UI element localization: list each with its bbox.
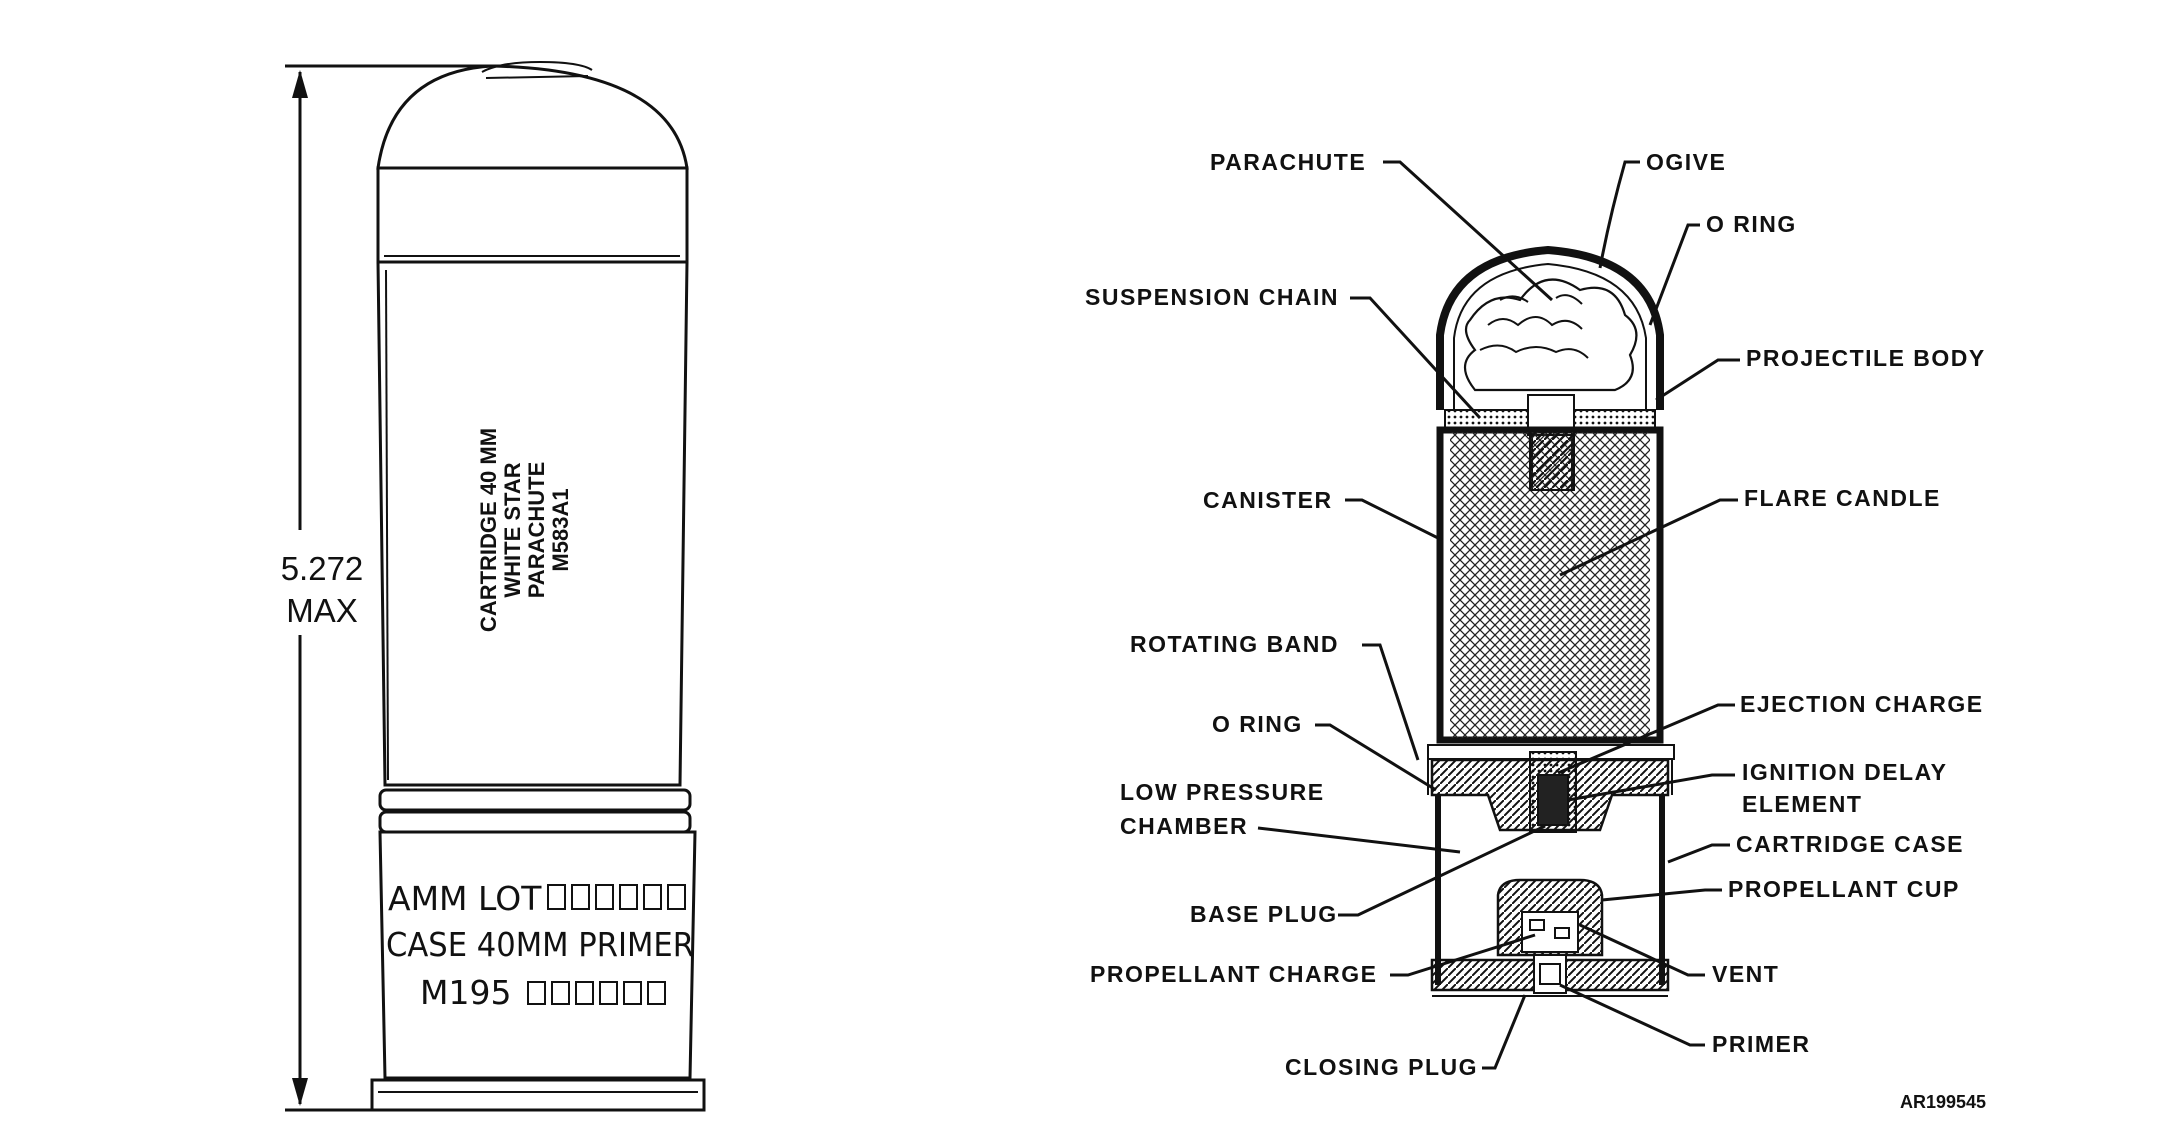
length-dimension: 5.272 MAX bbox=[281, 64, 505, 1112]
canister bbox=[1436, 426, 1664, 744]
label-suspension-chain: SUSPENSION CHAIN bbox=[1085, 284, 1339, 310]
projectile-nose bbox=[376, 60, 689, 170]
base-plug-assembly bbox=[1427, 744, 1675, 833]
part-labels: PARACHUTE OGIVE O RING SUSPENSION CHAIN … bbox=[1085, 149, 1986, 1080]
label-canister: CANISTER bbox=[1203, 487, 1333, 513]
label-rotating-band: ROTATING BAND bbox=[1130, 631, 1339, 657]
exterior-view: 5.272 MAX CARTRIDGE 40 MM WHITE STAR PAR… bbox=[281, 60, 706, 1112]
cutaway-view: PARACHUTE OGIVE O RING SUSPENSION CHAIN … bbox=[1085, 149, 1986, 1112]
marking-line-3: PARACHUTE bbox=[524, 462, 549, 598]
label-flare-candle: FLARE CANDLE bbox=[1744, 485, 1941, 511]
stencil-line-3: M195 bbox=[420, 973, 511, 1012]
marking-line-1: CARTRIDGE 40 MM bbox=[476, 428, 501, 632]
propellant-assembly bbox=[1430, 878, 1670, 997]
ignition-delay-element bbox=[1537, 774, 1569, 826]
cartridge-marking: CARTRIDGE 40 MM WHITE STAR PARACHUTE M58… bbox=[476, 428, 573, 632]
label-cartridge-case: CARTRIDGE CASE bbox=[1736, 831, 1964, 857]
primer bbox=[1533, 954, 1567, 994]
label-vent: VENT bbox=[1712, 961, 1779, 987]
label-o-ring-top: O RING bbox=[1706, 211, 1797, 237]
stencil-line-1: AMM LOT bbox=[388, 879, 542, 918]
label-projectile-body: PROJECTILE BODY bbox=[1746, 345, 1986, 371]
label-primer: PRIMER bbox=[1712, 1031, 1810, 1057]
parachute bbox=[1463, 278, 1638, 392]
label-closing-plug: CLOSING PLUG bbox=[1285, 1054, 1478, 1080]
label-propellant-cup: PROPELLANT CUP bbox=[1728, 876, 1960, 902]
label-ogive: OGIVE bbox=[1646, 149, 1726, 175]
dimension-unit: MAX bbox=[286, 592, 358, 629]
leader-lines bbox=[1257, 160, 1740, 1070]
marking-line-4: M583A1 bbox=[548, 488, 573, 571]
label-o-ring-bottom: O RING bbox=[1212, 711, 1303, 737]
label-parachute: PARACHUTE bbox=[1210, 149, 1366, 175]
arrow-up-icon bbox=[292, 70, 308, 98]
cartridge-case-cutaway bbox=[1427, 760, 1673, 985]
label-low-pressure-line-2: CHAMBER bbox=[1120, 813, 1248, 839]
label-propellant-charge: PROPELLANT CHARGE bbox=[1090, 961, 1377, 987]
projectile-wall bbox=[1436, 245, 1664, 410]
lot-number-boxes bbox=[547, 884, 686, 910]
reference-number: AR199545 bbox=[1900, 1092, 1986, 1112]
marking-line-2: WHITE STAR bbox=[500, 462, 525, 597]
label-base-plug: BASE PLUG bbox=[1190, 901, 1338, 927]
case-number-boxes bbox=[527, 981, 666, 1005]
cartridge-case-exterior: AMM LOT CASE 40MM PRIMER M195 bbox=[370, 830, 706, 1112]
dimension-value: 5.272 bbox=[281, 550, 364, 587]
arrow-down-icon bbox=[292, 1078, 308, 1106]
label-ignition-delay-line-1: IGNITION DELAY bbox=[1742, 759, 1947, 785]
projectile-body bbox=[376, 166, 689, 787]
stencil-line-2: CASE 40MM PRIMER bbox=[386, 925, 694, 964]
label-low-pressure-line-1: LOW PRESSURE bbox=[1120, 779, 1325, 805]
rotating-band bbox=[378, 788, 692, 834]
label-ejection-charge: EJECTION CHARGE bbox=[1740, 691, 1984, 717]
case-stencil: AMM LOT CASE 40MM PRIMER M195 bbox=[386, 879, 694, 1012]
label-ignition-delay-line-2: ELEMENT bbox=[1742, 791, 1862, 817]
